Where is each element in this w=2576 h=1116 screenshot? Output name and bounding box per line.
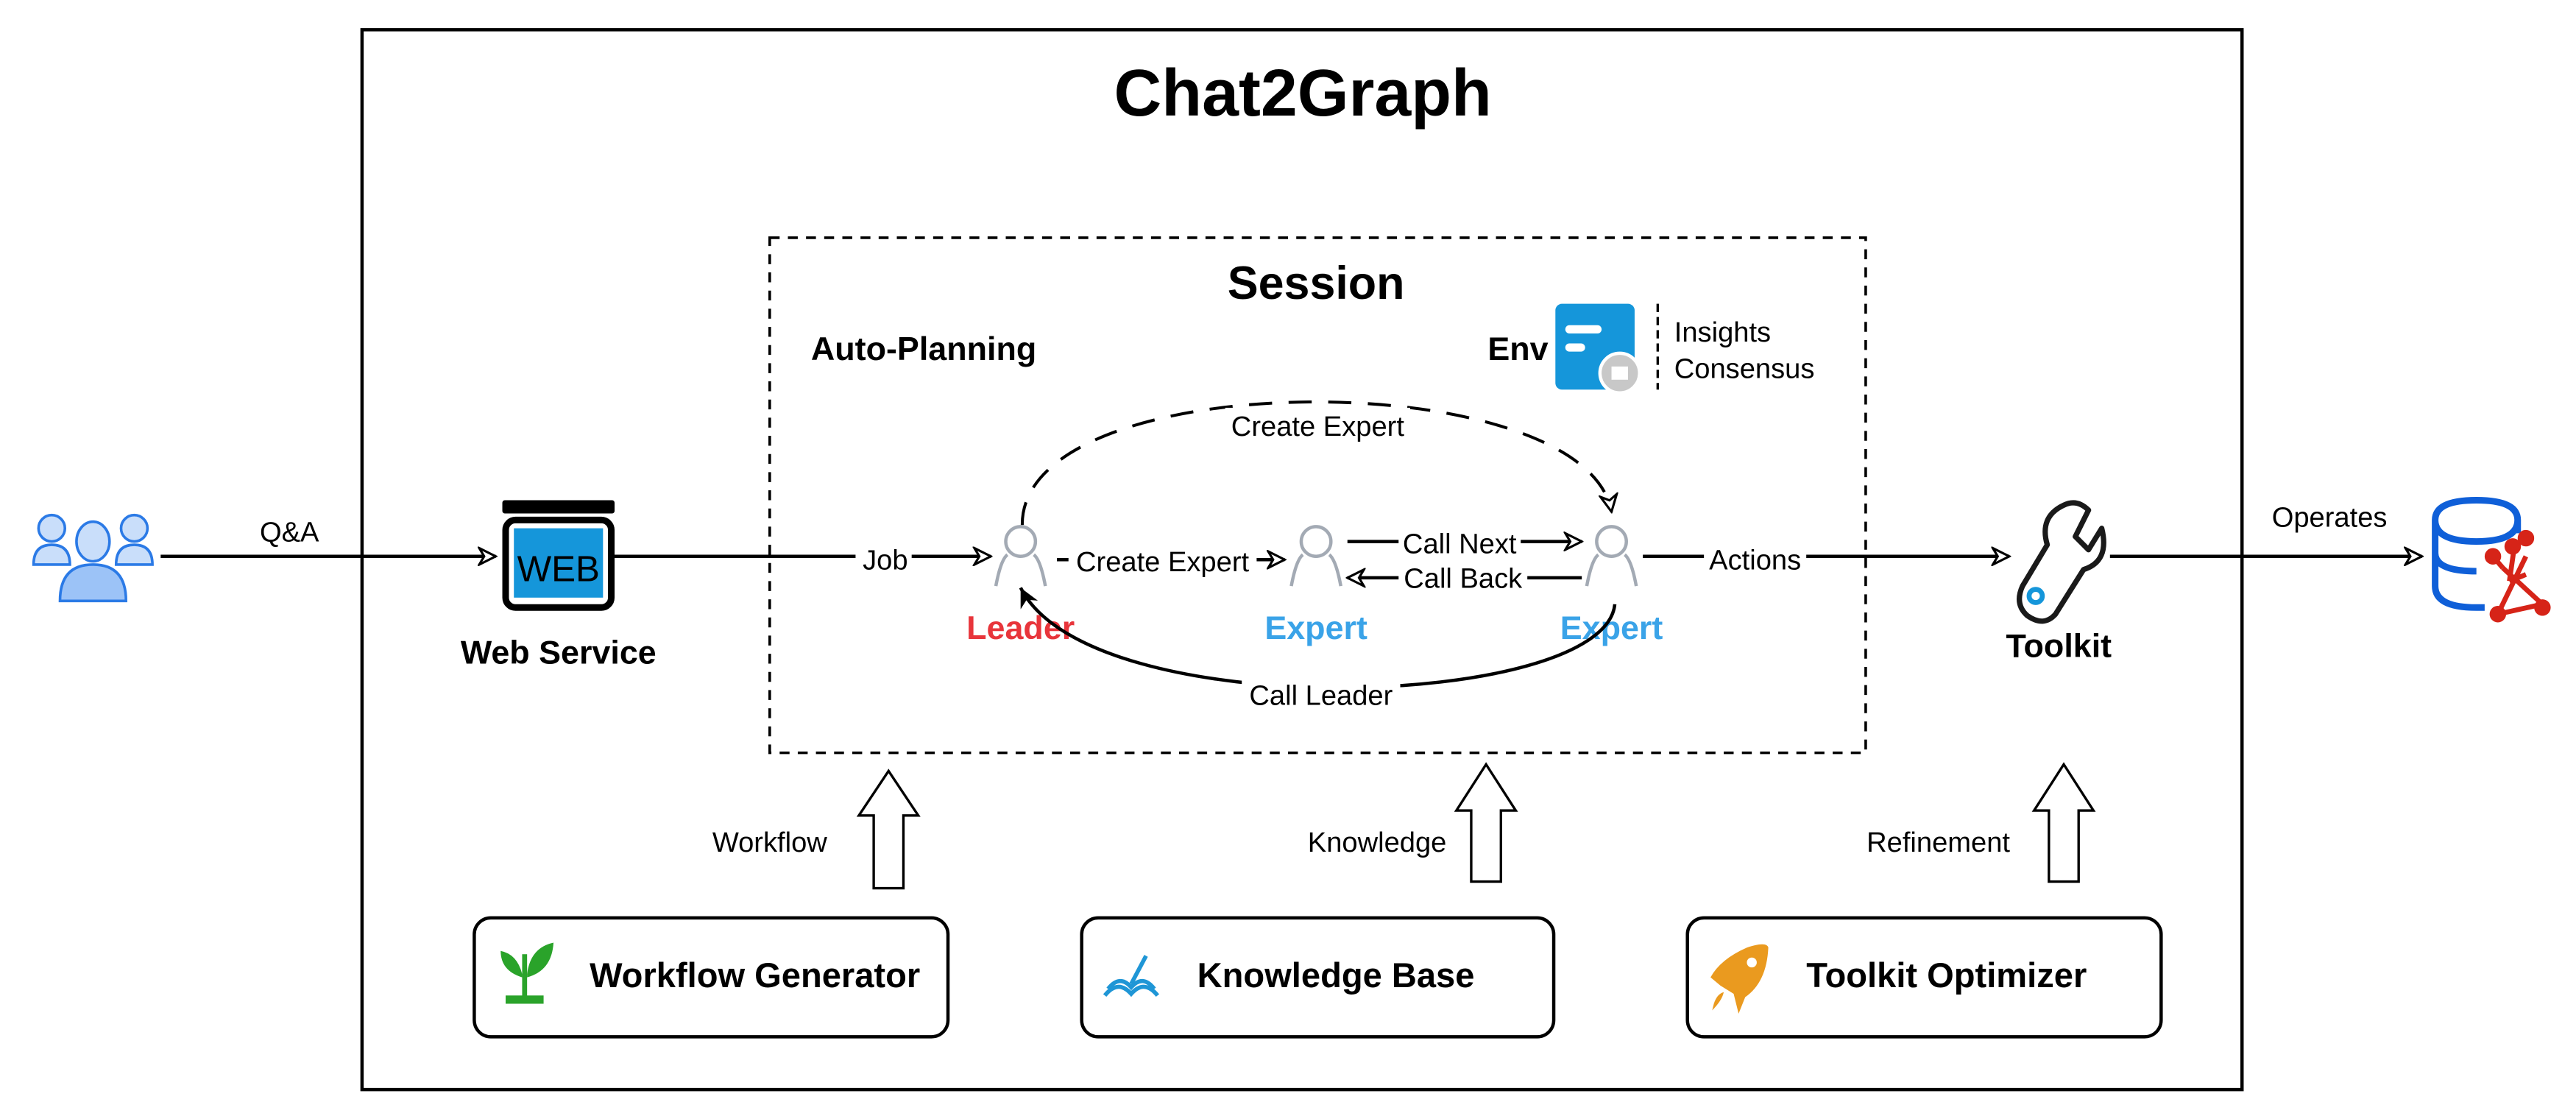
- create-expert-dashed-label: Create Expert: [1231, 411, 1405, 442]
- auto-planning-label: Auto-Planning: [811, 330, 1036, 367]
- env-icon: [1555, 303, 1641, 395]
- env-label: Env: [1487, 330, 1548, 367]
- web-service-icon: WEB: [502, 500, 615, 611]
- call-back-label: Call Back: [1404, 562, 1523, 594]
- workflow-generator-label: Workflow Generator: [590, 956, 920, 995]
- graph-database-icon: [2432, 497, 2551, 623]
- refinement-arrow-label: Refinement: [1866, 827, 2010, 858]
- workflow-arrow: [856, 769, 921, 890]
- create-expert-label: Create Expert: [1076, 546, 1250, 578]
- env-consensus: Consensus: [1674, 353, 1815, 385]
- page-title: Chat2Graph: [1114, 57, 1492, 130]
- toolkit-optimizer-label: Toolkit Optimizer: [1806, 956, 2087, 995]
- expert-1-label: Expert: [1264, 609, 1367, 646]
- book-icon: [1103, 955, 1160, 997]
- call-next-label: Call Next: [1403, 528, 1517, 559]
- rocket-icon: [1710, 944, 1769, 1014]
- toolkit-label: Toolkit: [2006, 627, 2112, 665]
- actions-label: Actions: [1709, 545, 1801, 576]
- sprout-icon: [500, 942, 554, 1004]
- knowledge-base-box[interactable]: Knowledge Base: [1080, 916, 1556, 1039]
- call-leader-label: Call Leader: [1249, 680, 1393, 712]
- web-service-label: Web Service: [461, 634, 657, 671]
- chat2graph-frame: [360, 28, 2244, 1092]
- workflow-generator-box[interactable]: Workflow Generator: [473, 916, 950, 1039]
- knowledge-base-label: Knowledge Base: [1197, 956, 1475, 995]
- knowledge-arrow-label: Knowledge: [1308, 827, 1447, 858]
- workflow-arrow-label: Workflow: [712, 827, 827, 858]
- expert-1-person-icon: [1289, 525, 1342, 587]
- users-icon: [32, 513, 154, 603]
- session-title: Session: [1228, 258, 1405, 309]
- refinement-arrow: [2031, 762, 2096, 883]
- job-label: Job: [863, 545, 907, 576]
- operates-label: Operates: [2272, 501, 2388, 533]
- env-insights: Insights: [1674, 317, 1771, 348]
- expert-2-person-icon: [1585, 525, 1638, 587]
- knowledge-arrow: [1454, 762, 1518, 883]
- toolkit-optimizer-box[interactable]: Toolkit Optimizer: [1685, 916, 2163, 1039]
- create-expert-dashed-edge: [1020, 400, 1612, 526]
- wrench-icon: [2017, 500, 2106, 624]
- qa-label: Q&A: [260, 517, 319, 548]
- svg-text:WEB: WEB: [517, 548, 600, 589]
- leader-person-icon: [994, 525, 1047, 587]
- session-box: [768, 236, 1867, 755]
